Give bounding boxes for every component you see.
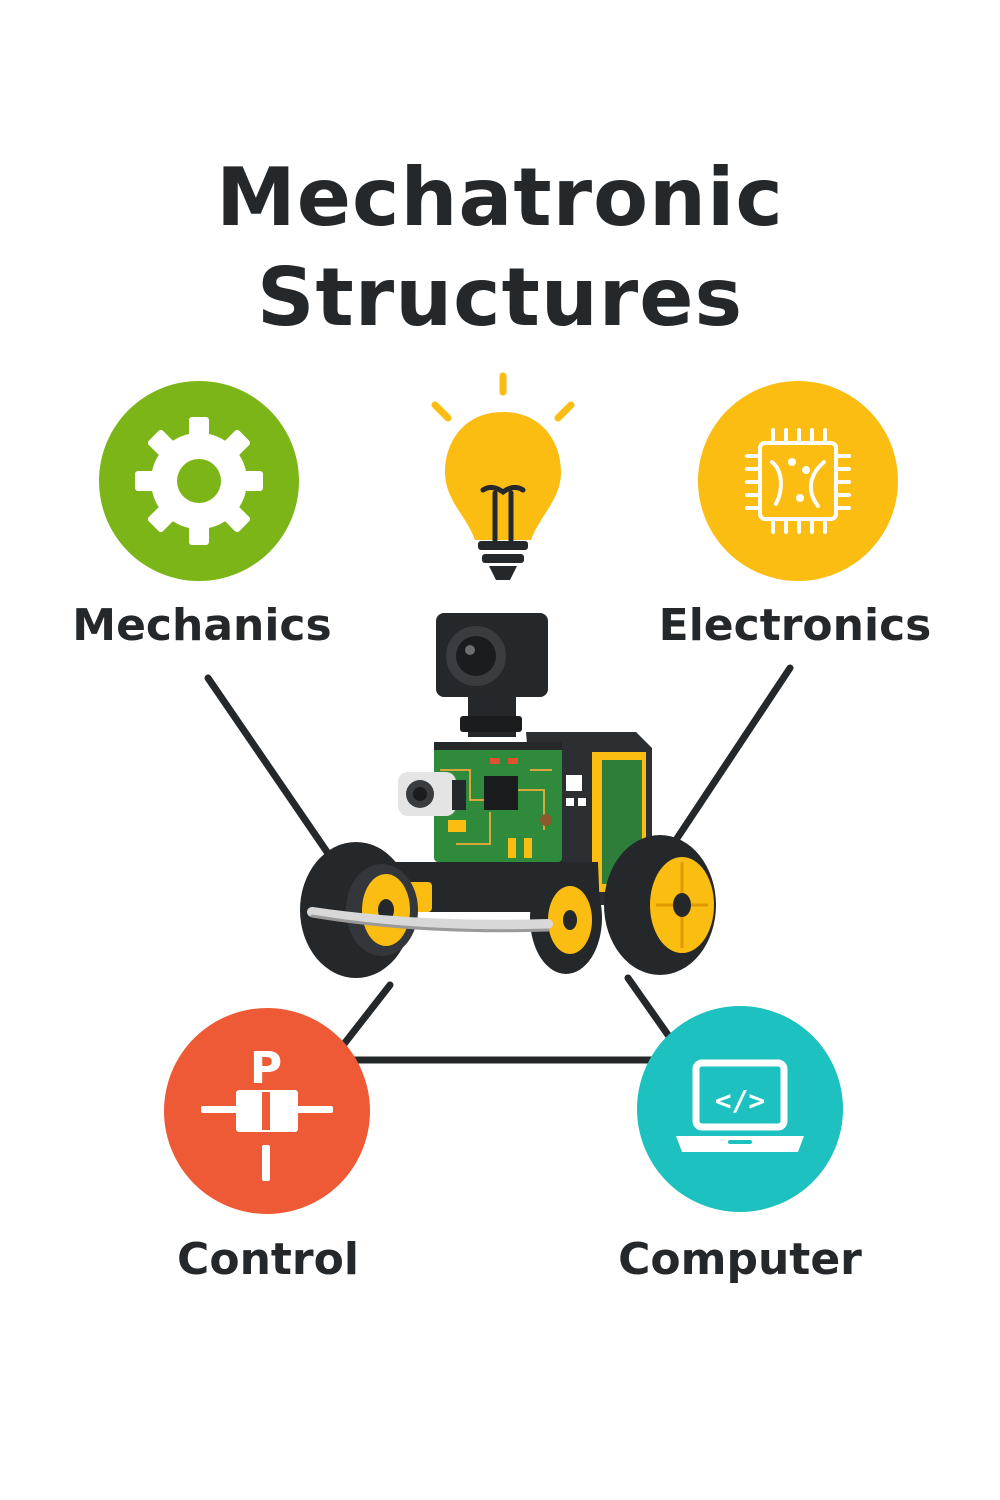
electronics-node — [698, 381, 898, 581]
control-node: P — [164, 1008, 370, 1214]
control-label: Control — [177, 1234, 359, 1285]
electronics-label: Electronics — [658, 600, 932, 651]
mechanics-label: Mechanics — [72, 600, 332, 651]
chip-icon — [745, 428, 851, 534]
laptop-code-icon: </> — [676, 1059, 804, 1152]
page-title-line-1: Mechatronic — [216, 151, 784, 244]
mechanics-node — [99, 381, 299, 581]
computer-icon-code: </> — [715, 1084, 766, 1117]
connector-electronics — [664, 664, 794, 856]
computer-circle — [637, 1006, 843, 1212]
lightbulb-icon — [431, 372, 575, 580]
pi-controller-icon: P — [201, 1043, 333, 1181]
connector-mechanics — [204, 674, 342, 872]
electronics-circle — [698, 381, 898, 581]
computer-label: Computer — [618, 1234, 862, 1285]
gear-icon — [135, 417, 263, 545]
computer-node: </> — [637, 1006, 843, 1212]
robot-car-icon — [300, 613, 716, 978]
page-title-line-2: Structures — [256, 251, 744, 344]
control-icon-letter: P — [250, 1043, 282, 1094]
